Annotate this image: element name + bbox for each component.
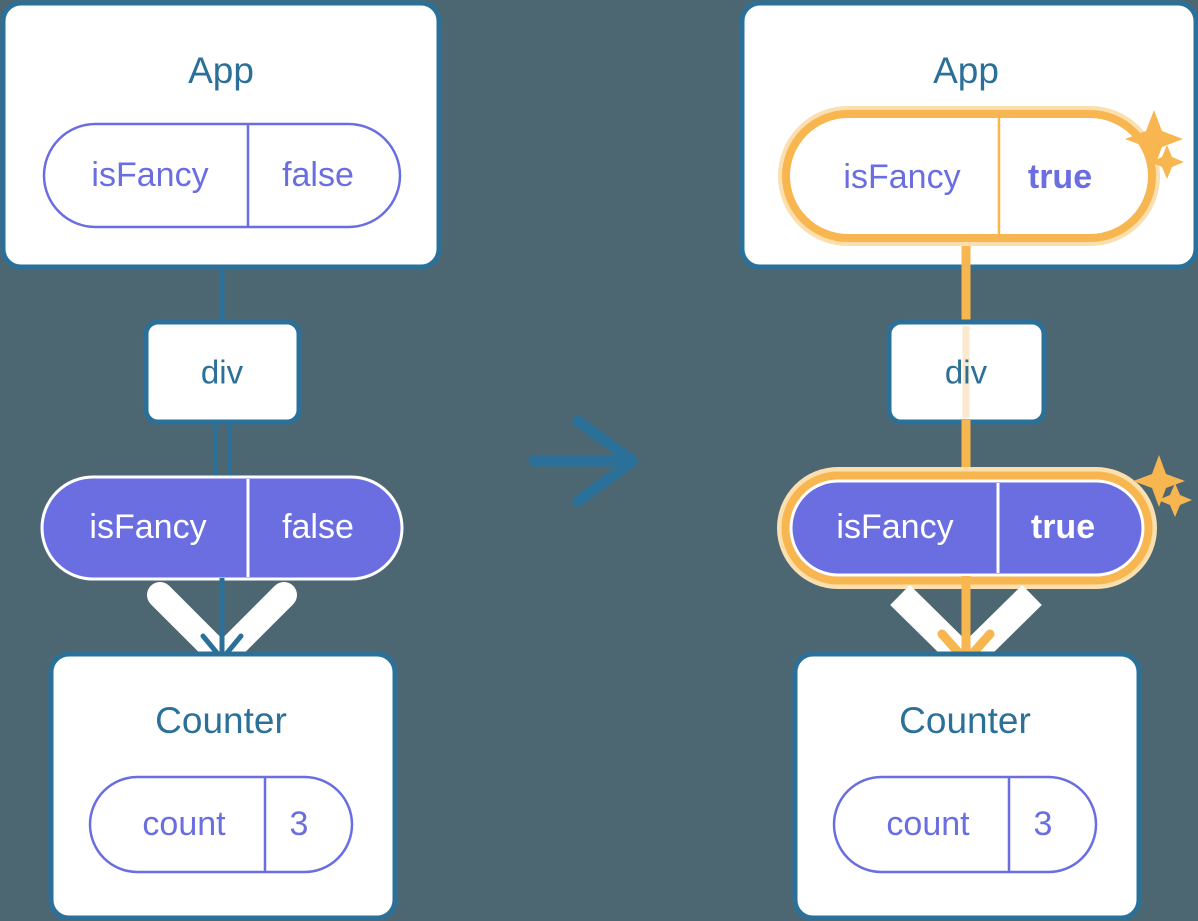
sparkle-icon-large-app [1125,110,1183,168]
prop-pill-key: isFancy [836,508,953,546]
sparkle-icon-small-prop [1158,483,1192,517]
counter-state-pill-key: count [886,805,970,843]
counter-state-pill-value: 3 [290,805,309,843]
counter-state-pill [88,775,354,874]
app-state-pill-key: isFancy [843,158,960,196]
counter-state-pill [832,775,1098,874]
app-state-pill-value: true [1028,158,1092,196]
prop-pill-key: isFancy [89,508,206,546]
div-label: div [945,354,988,391]
app-state-pill [42,122,402,229]
prop-pill [789,479,1145,577]
app-state-pill-ring [782,110,1156,242]
counter-state-pill-value: 3 [1034,805,1053,843]
counter-title: Counter [155,700,287,741]
right-arrow-icon [528,415,639,507]
sparkle-icon-large-prop [1133,455,1185,507]
app-title: App [933,50,999,91]
app-title: App [188,50,254,91]
div-label: div [201,354,244,391]
div-card [143,319,302,425]
counter-title: Counter [899,700,1031,741]
app-state-pill-key: isFancy [91,156,208,194]
prop-pill-value: false [282,508,354,546]
sparkle-icon-small-app [1150,145,1184,179]
app-state-pill-value: false [282,156,354,194]
counter-state-pill-key: count [142,805,226,843]
prop-pill-value: true [1031,508,1095,546]
